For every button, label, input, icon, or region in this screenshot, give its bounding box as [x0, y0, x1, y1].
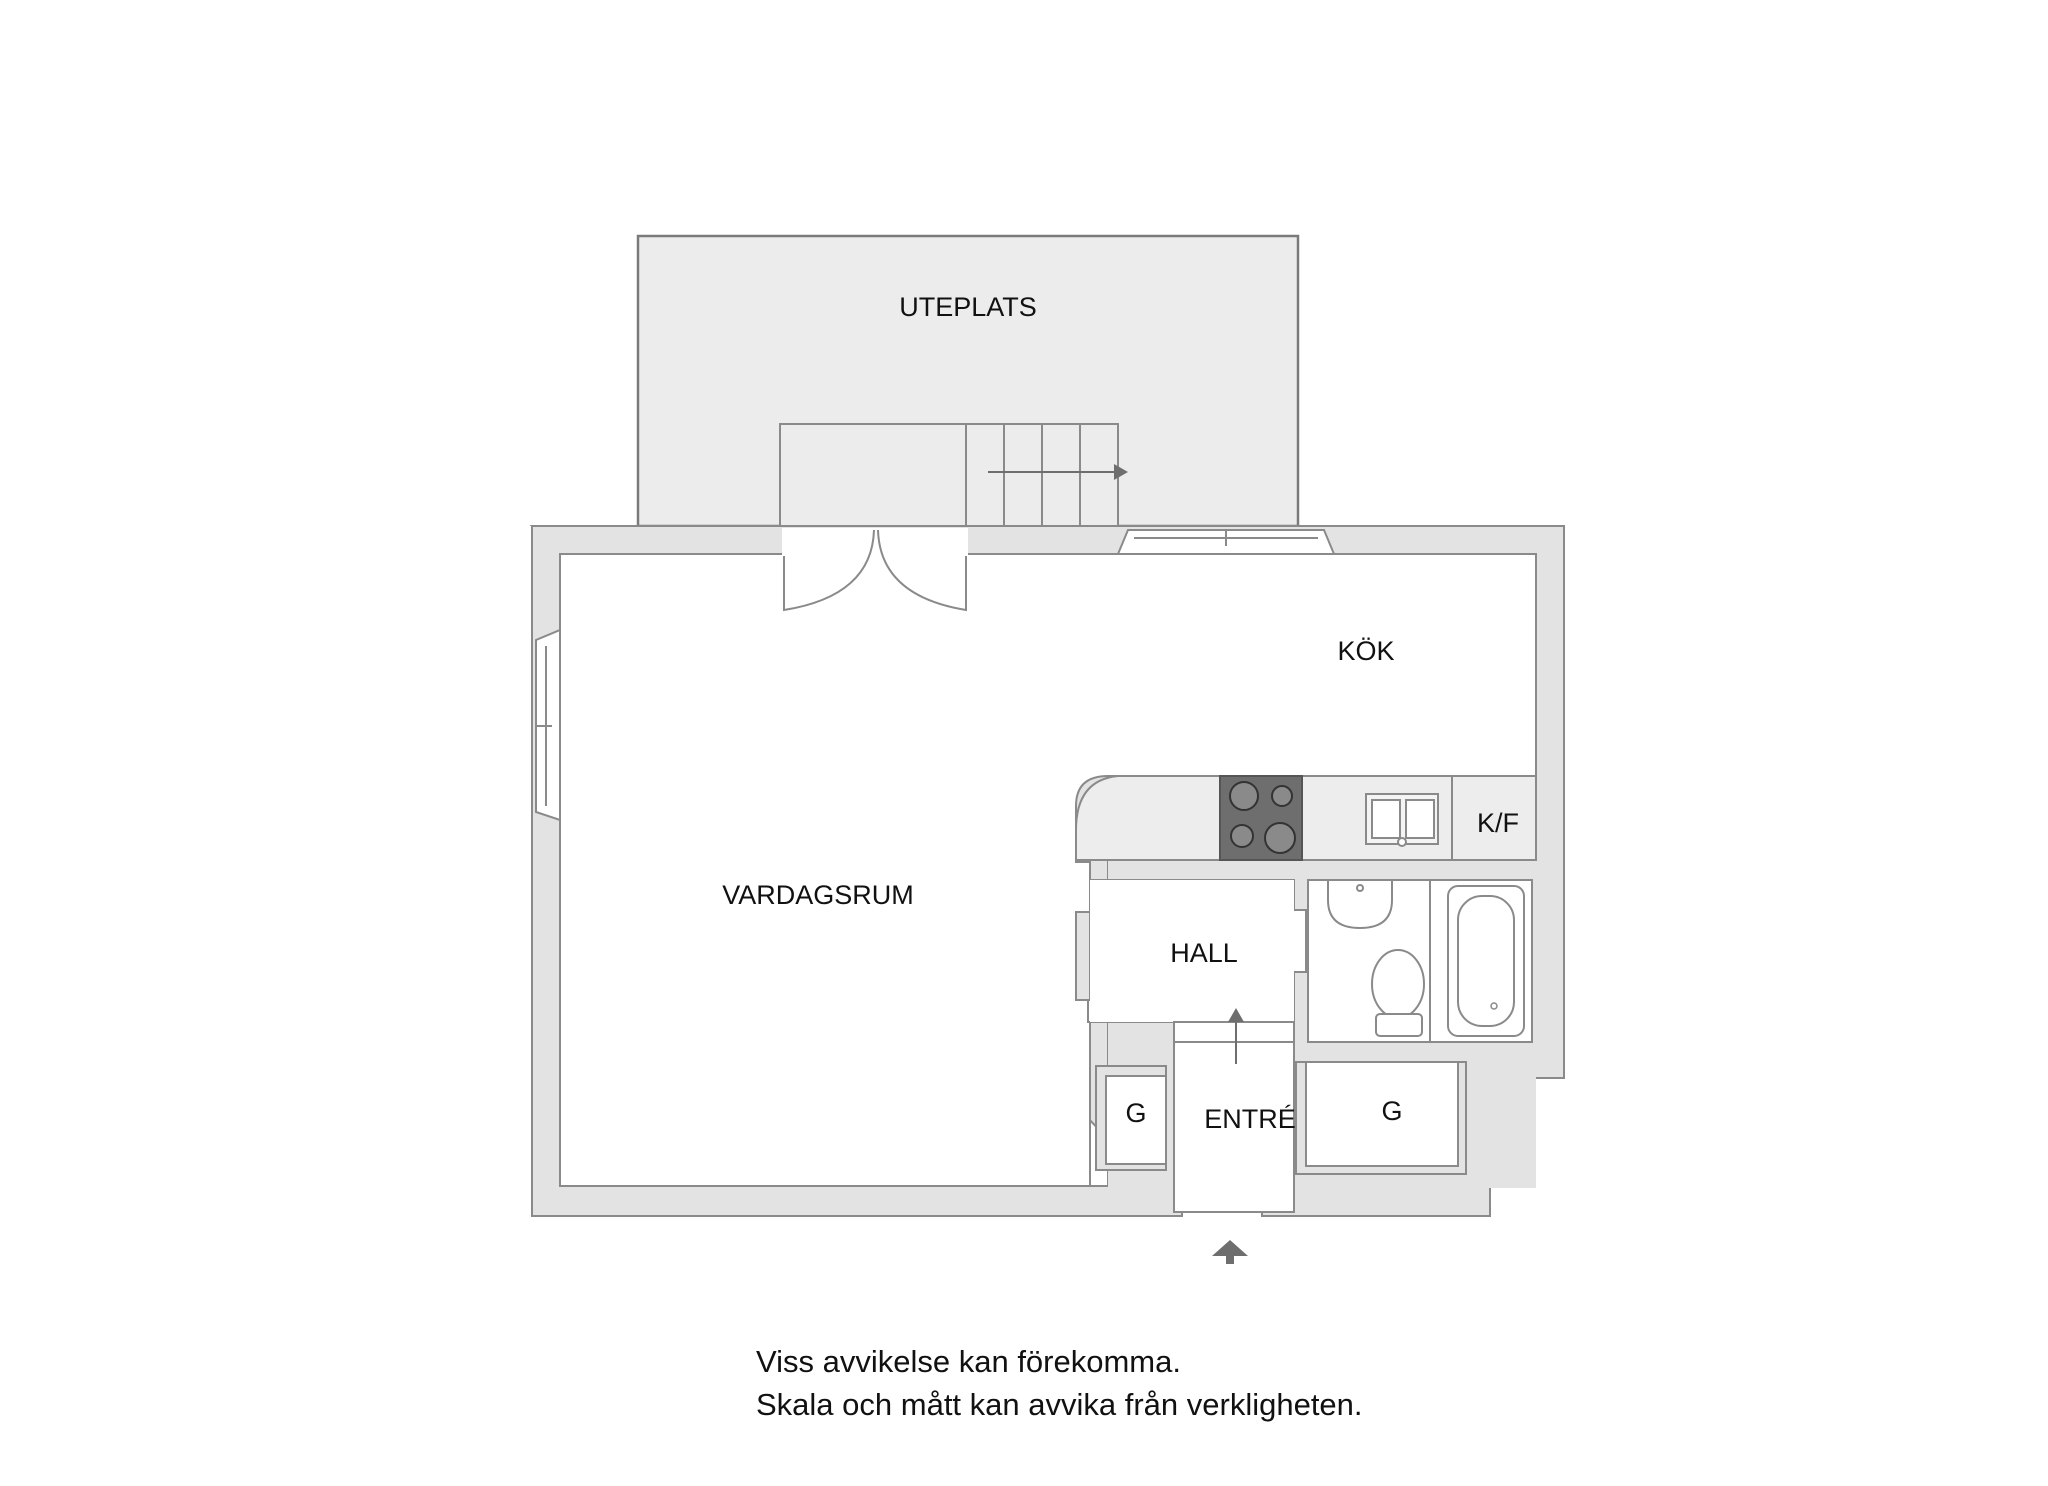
living-window: [535, 628, 561, 822]
wardrobe-left: [1095, 1065, 1167, 1171]
main-entrance-arrow-icon: [1212, 1240, 1248, 1264]
toilet-icon: [1371, 949, 1425, 1037]
label-entre: ENTRÉ: [1204, 1104, 1296, 1134]
disclaimer: Viss avvikelse kan förekomma. Skala och …: [756, 1340, 1363, 1426]
label-g-left: G: [1125, 1098, 1146, 1128]
bathroom: [1307, 879, 1533, 1043]
label-vardagsrum: VARDAGSRUM: [722, 880, 914, 910]
sink-icon: [1365, 793, 1439, 847]
washbasin-icon: [1327, 879, 1393, 930]
kitchen-window: [1116, 529, 1336, 555]
steps: [779, 423, 1119, 527]
label-uteplats: UTEPLATS: [899, 292, 1037, 322]
disclaimer-line-2: Skala och mått kan avvika från verklighe…: [756, 1387, 1363, 1422]
entry-corridor: [1173, 1021, 1295, 1213]
label-g-right: G: [1381, 1096, 1402, 1126]
living-kitchen-floor: [559, 553, 1537, 1187]
hall-floor: [1087, 879, 1307, 1023]
disclaimer-line-1: Viss avvikelse kan förekomma.: [756, 1344, 1181, 1379]
wardrobe-right: [1295, 1061, 1467, 1175]
entry-door-arrow-icon: [1228, 1008, 1244, 1064]
label-kf: K/F: [1477, 808, 1519, 838]
bathtub-icon: [1447, 885, 1525, 1037]
terrace-double-door: [782, 528, 968, 612]
kitchen-counter: [1075, 775, 1537, 861]
label-hall: HALL: [1170, 938, 1238, 968]
steps-direction-arrow-icon: [988, 464, 1128, 480]
label-kok: KÖK: [1337, 636, 1394, 666]
